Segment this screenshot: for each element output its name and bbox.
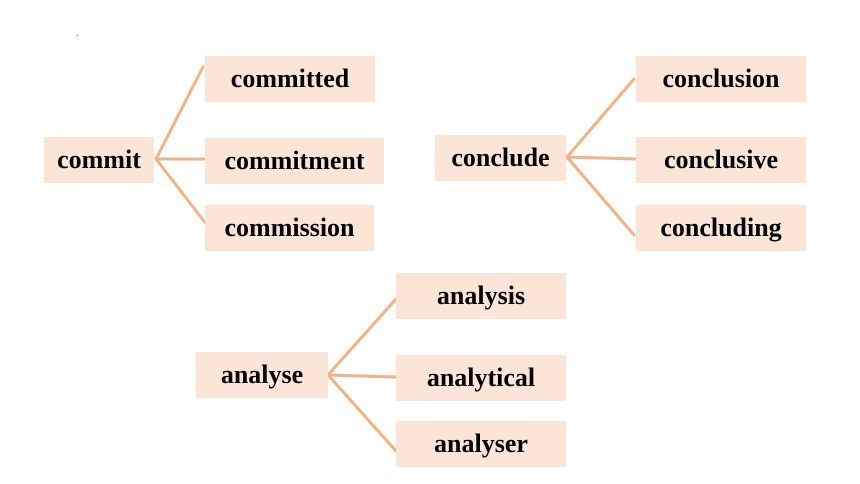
stray-dot (77, 35, 78, 36)
connector-conclude-conclusive (565, 155, 638, 161)
derived-word-conclusive: conclusive (636, 137, 806, 183)
connector-analyse-analytical (326, 373, 398, 379)
derived-word-analysis: analysis (396, 273, 566, 319)
derived-word-concluding: concluding (636, 205, 806, 251)
derived-word-committed: committed (205, 56, 375, 102)
derived-word-analytical: analytical (396, 355, 566, 401)
connector-conclude-concluding (565, 155, 636, 237)
connector-analyse-analysis (326, 297, 398, 377)
root-word-commit: commit (44, 137, 154, 183)
connector-commit-commission (154, 157, 209, 227)
root-word-conclude: conclude (435, 135, 566, 181)
derived-word-analyser: analyser (396, 421, 566, 467)
derived-word-commitment: commitment (205, 138, 384, 184)
connector-conclude-conclusion (565, 77, 636, 159)
root-word-analyse: analyse (196, 352, 328, 398)
connector-analyse-analyser (326, 373, 398, 453)
connector-commit-committed (154, 65, 205, 161)
derived-word-conclusion: conclusion (636, 56, 806, 102)
derived-word-commission: commission (205, 205, 374, 251)
